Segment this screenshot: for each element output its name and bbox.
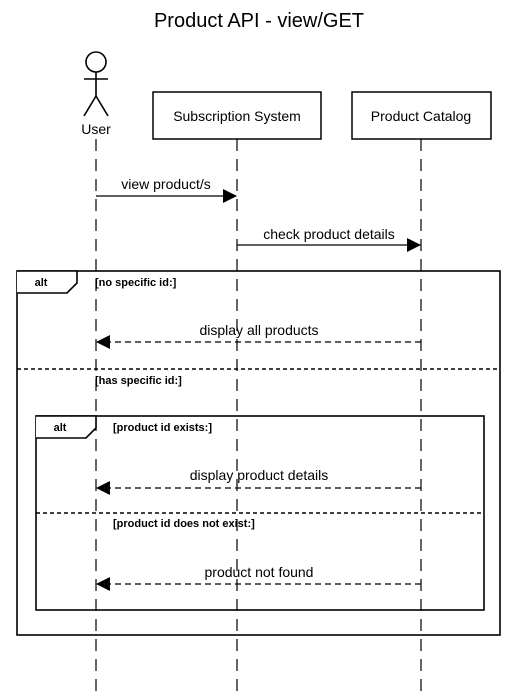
message-label: product not found: [205, 564, 314, 580]
participant-subscription-label: Subscription System: [173, 108, 301, 124]
inner-alt-fragment: alt [product id exists:] [product id doe…: [35, 415, 485, 611]
participant-user-label: User: [81, 121, 111, 137]
message-label: view product/s: [121, 176, 210, 192]
message-label: display all products: [199, 322, 318, 338]
participant-subscription-box: [152, 91, 322, 140]
actor-head-icon: [85, 51, 107, 73]
fragment-guard: [has specific id:]: [95, 375, 182, 387]
outer-alt-fragment: alt [no specific id:] [has specific id:]: [16, 270, 501, 636]
fragment-guard: [product id does not exist:]: [113, 518, 255, 530]
fragment-keyword: alt: [35, 277, 48, 289]
fragment-keyword: alt: [54, 422, 67, 434]
fragment-tab: [17, 270, 78, 294]
message-label: check product details: [263, 226, 395, 242]
actor-user: [83, 51, 109, 117]
participant-catalog-label: Product Catalog: [371, 108, 471, 124]
fragment-tab: [36, 415, 97, 439]
fragment-guard: [no specific id:]: [95, 277, 177, 289]
message-label: display product details: [190, 467, 329, 483]
participant-catalog-box: [351, 91, 492, 140]
diagram-title: Product API - view/GET: [154, 10, 364, 32]
fragment-guard: [product id exists:]: [113, 422, 212, 434]
